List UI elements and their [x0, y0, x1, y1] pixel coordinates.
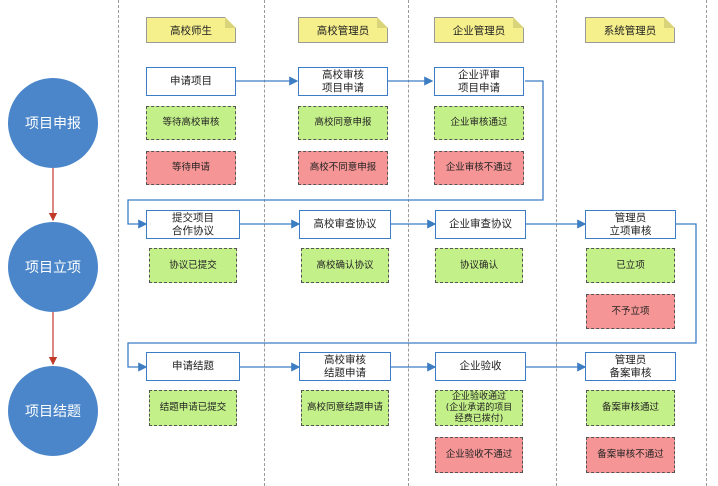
flow-arrow: [127, 223, 697, 372]
state-enterprise-acceptance-pass: 企业验收通过 (企业承诺的项目 经费已拨付): [435, 390, 523, 426]
process-admin-approval-review: 管理员 立项审核: [585, 210, 676, 239]
process-admin-record-review: 管理员 备案审核: [585, 352, 676, 381]
process-apply-project: 申请项目: [146, 67, 236, 96]
state-closure-submitted: 结题申请已提交: [149, 390, 237, 426]
lane-header-university-admin: 高校管理员: [298, 17, 388, 43]
process-university-review-application: 高校审核 项目申请: [298, 67, 388, 96]
process-university-check-agreement: 高校审查协议: [299, 210, 391, 239]
lane-divider: [264, 0, 265, 486]
state-enterprise-pass: 企业审核通过: [434, 106, 524, 140]
state-rejected: 不予立项: [586, 294, 675, 329]
process-line: 项目申请: [322, 81, 364, 94]
state-enterprise-acceptance-fail: 企业验收不通过: [435, 437, 523, 473]
process-line: 提交项目: [172, 211, 214, 224]
state-agreement-submitted: 协议已提交: [149, 248, 237, 283]
lane-divider: [556, 0, 557, 486]
process-apply-closure: 申请结题: [146, 352, 240, 381]
state-approved: 已立项: [586, 248, 675, 283]
state-waiting-university-review: 等待高校审核: [146, 106, 236, 140]
lane-header-system-admin: 系统管理员: [585, 17, 675, 43]
process-line: 结题申请: [324, 366, 366, 379]
process-line: 项目申请: [458, 81, 500, 94]
lane-divider: [118, 0, 119, 486]
process-line: 备案审核: [609, 366, 652, 379]
process-line: 高校审核: [324, 353, 366, 366]
lane-divider: [408, 0, 409, 486]
lane-header-enterprise-admin: 企业管理员: [434, 17, 524, 43]
process-line: 企业评审: [458, 68, 500, 81]
process-submit-agreement: 提交项目 合作协议: [146, 210, 240, 239]
process-enterprise-review-application: 企业评审 项目申请: [434, 67, 524, 96]
state-university-agrees-closure: 高校同意结题申请: [301, 390, 389, 426]
state-enterprise-fail: 企业审核不通过: [434, 151, 524, 185]
phase-approval: 项目立项: [8, 222, 98, 312]
lane-header-teachers-students: 高校师生: [146, 17, 236, 43]
state-line: 经费已拨付): [454, 413, 504, 424]
state-record-pass: 备案审核通过: [586, 390, 675, 426]
state-university-agrees: 高校同意申报: [298, 106, 388, 140]
process-line: 管理员: [614, 353, 647, 366]
process-line: 高校审核: [322, 68, 364, 81]
phase-apply: 项目申报: [8, 78, 98, 168]
state-record-fail: 备案审核不通过: [586, 437, 675, 473]
process-line: 合作协议: [172, 224, 214, 237]
lane-divider: [706, 0, 707, 486]
process-university-review-closure: 高校审核 结题申请: [299, 352, 391, 381]
process-line: 立项审核: [609, 224, 652, 237]
phase-closure: 项目结题: [8, 366, 98, 456]
process-enterprise-acceptance: 企业验收: [435, 352, 526, 381]
state-university-confirms-agreement: 高校确认协议: [301, 248, 389, 283]
flow-arrow: [127, 80, 544, 229]
state-line: 企业验收通过: [451, 391, 506, 402]
state-agreement-confirmed: 协议确认: [435, 248, 523, 283]
process-enterprise-check-agreement: 企业审查协议: [435, 210, 526, 239]
state-university-disagrees: 高校不同意申报: [298, 151, 388, 185]
process-line: 管理员: [614, 211, 647, 224]
state-waiting-application: 等待申请: [146, 151, 236, 185]
state-line: (企业承诺的项目: [445, 402, 513, 413]
